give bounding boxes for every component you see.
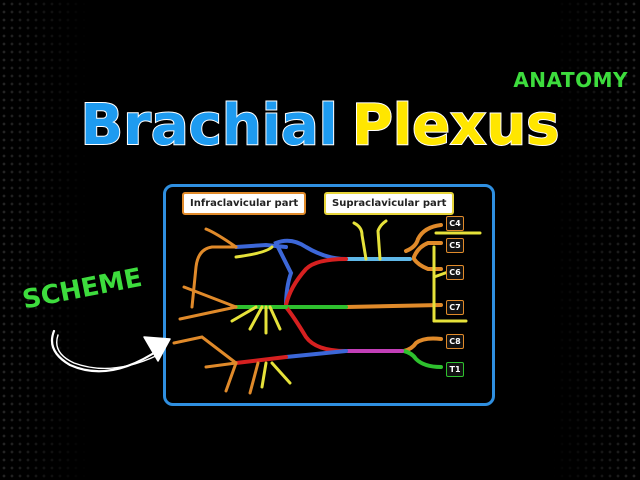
root-c4: C4 (446, 216, 464, 231)
dot-pattern-right (550, 0, 640, 480)
root-c8: C8 (446, 334, 464, 349)
c4-root-line (404, 223, 443, 253)
ulnar-nerve (204, 361, 238, 369)
upper-posterior-division (284, 257, 348, 307)
c6-root-line (412, 257, 443, 271)
axillary-nerve (182, 285, 238, 309)
plexus-diagram: Infraclavicular part Supraclavicular par… (163, 184, 495, 406)
plexus-lines (172, 219, 482, 395)
t1-root-line (402, 349, 443, 369)
title-word-brachial: Brachial (80, 93, 339, 158)
root-t1: T1 (446, 362, 464, 377)
upper-anterior-division (273, 238, 348, 309)
hand-drawn-arrow-icon (50, 329, 171, 373)
median-nerve (172, 335, 238, 365)
infraclavicular-label: Infraclavicular part (182, 192, 307, 215)
suprascapular-branch (352, 221, 368, 261)
medial-cord (234, 355, 288, 365)
root-c5: C5 (446, 238, 464, 253)
title-word-plexus: Plexus (351, 93, 561, 158)
dot-pattern-left (0, 0, 90, 480)
root-c7: C7 (446, 300, 464, 315)
lower-posterior-division (284, 305, 348, 353)
root-c6: C6 (446, 265, 464, 280)
supraclavicular-label: Supraclavicular part (324, 192, 455, 215)
musculocutaneous-nerve (204, 227, 238, 249)
lower-anterior-division (284, 349, 348, 359)
c8-root-line (402, 336, 443, 353)
radial-nerve (178, 305, 238, 321)
anatomy-tag: ANATOMY (513, 68, 628, 92)
lateral-cord (234, 242, 288, 249)
c7-root-line (344, 303, 443, 309)
c5-root-line (412, 241, 443, 259)
